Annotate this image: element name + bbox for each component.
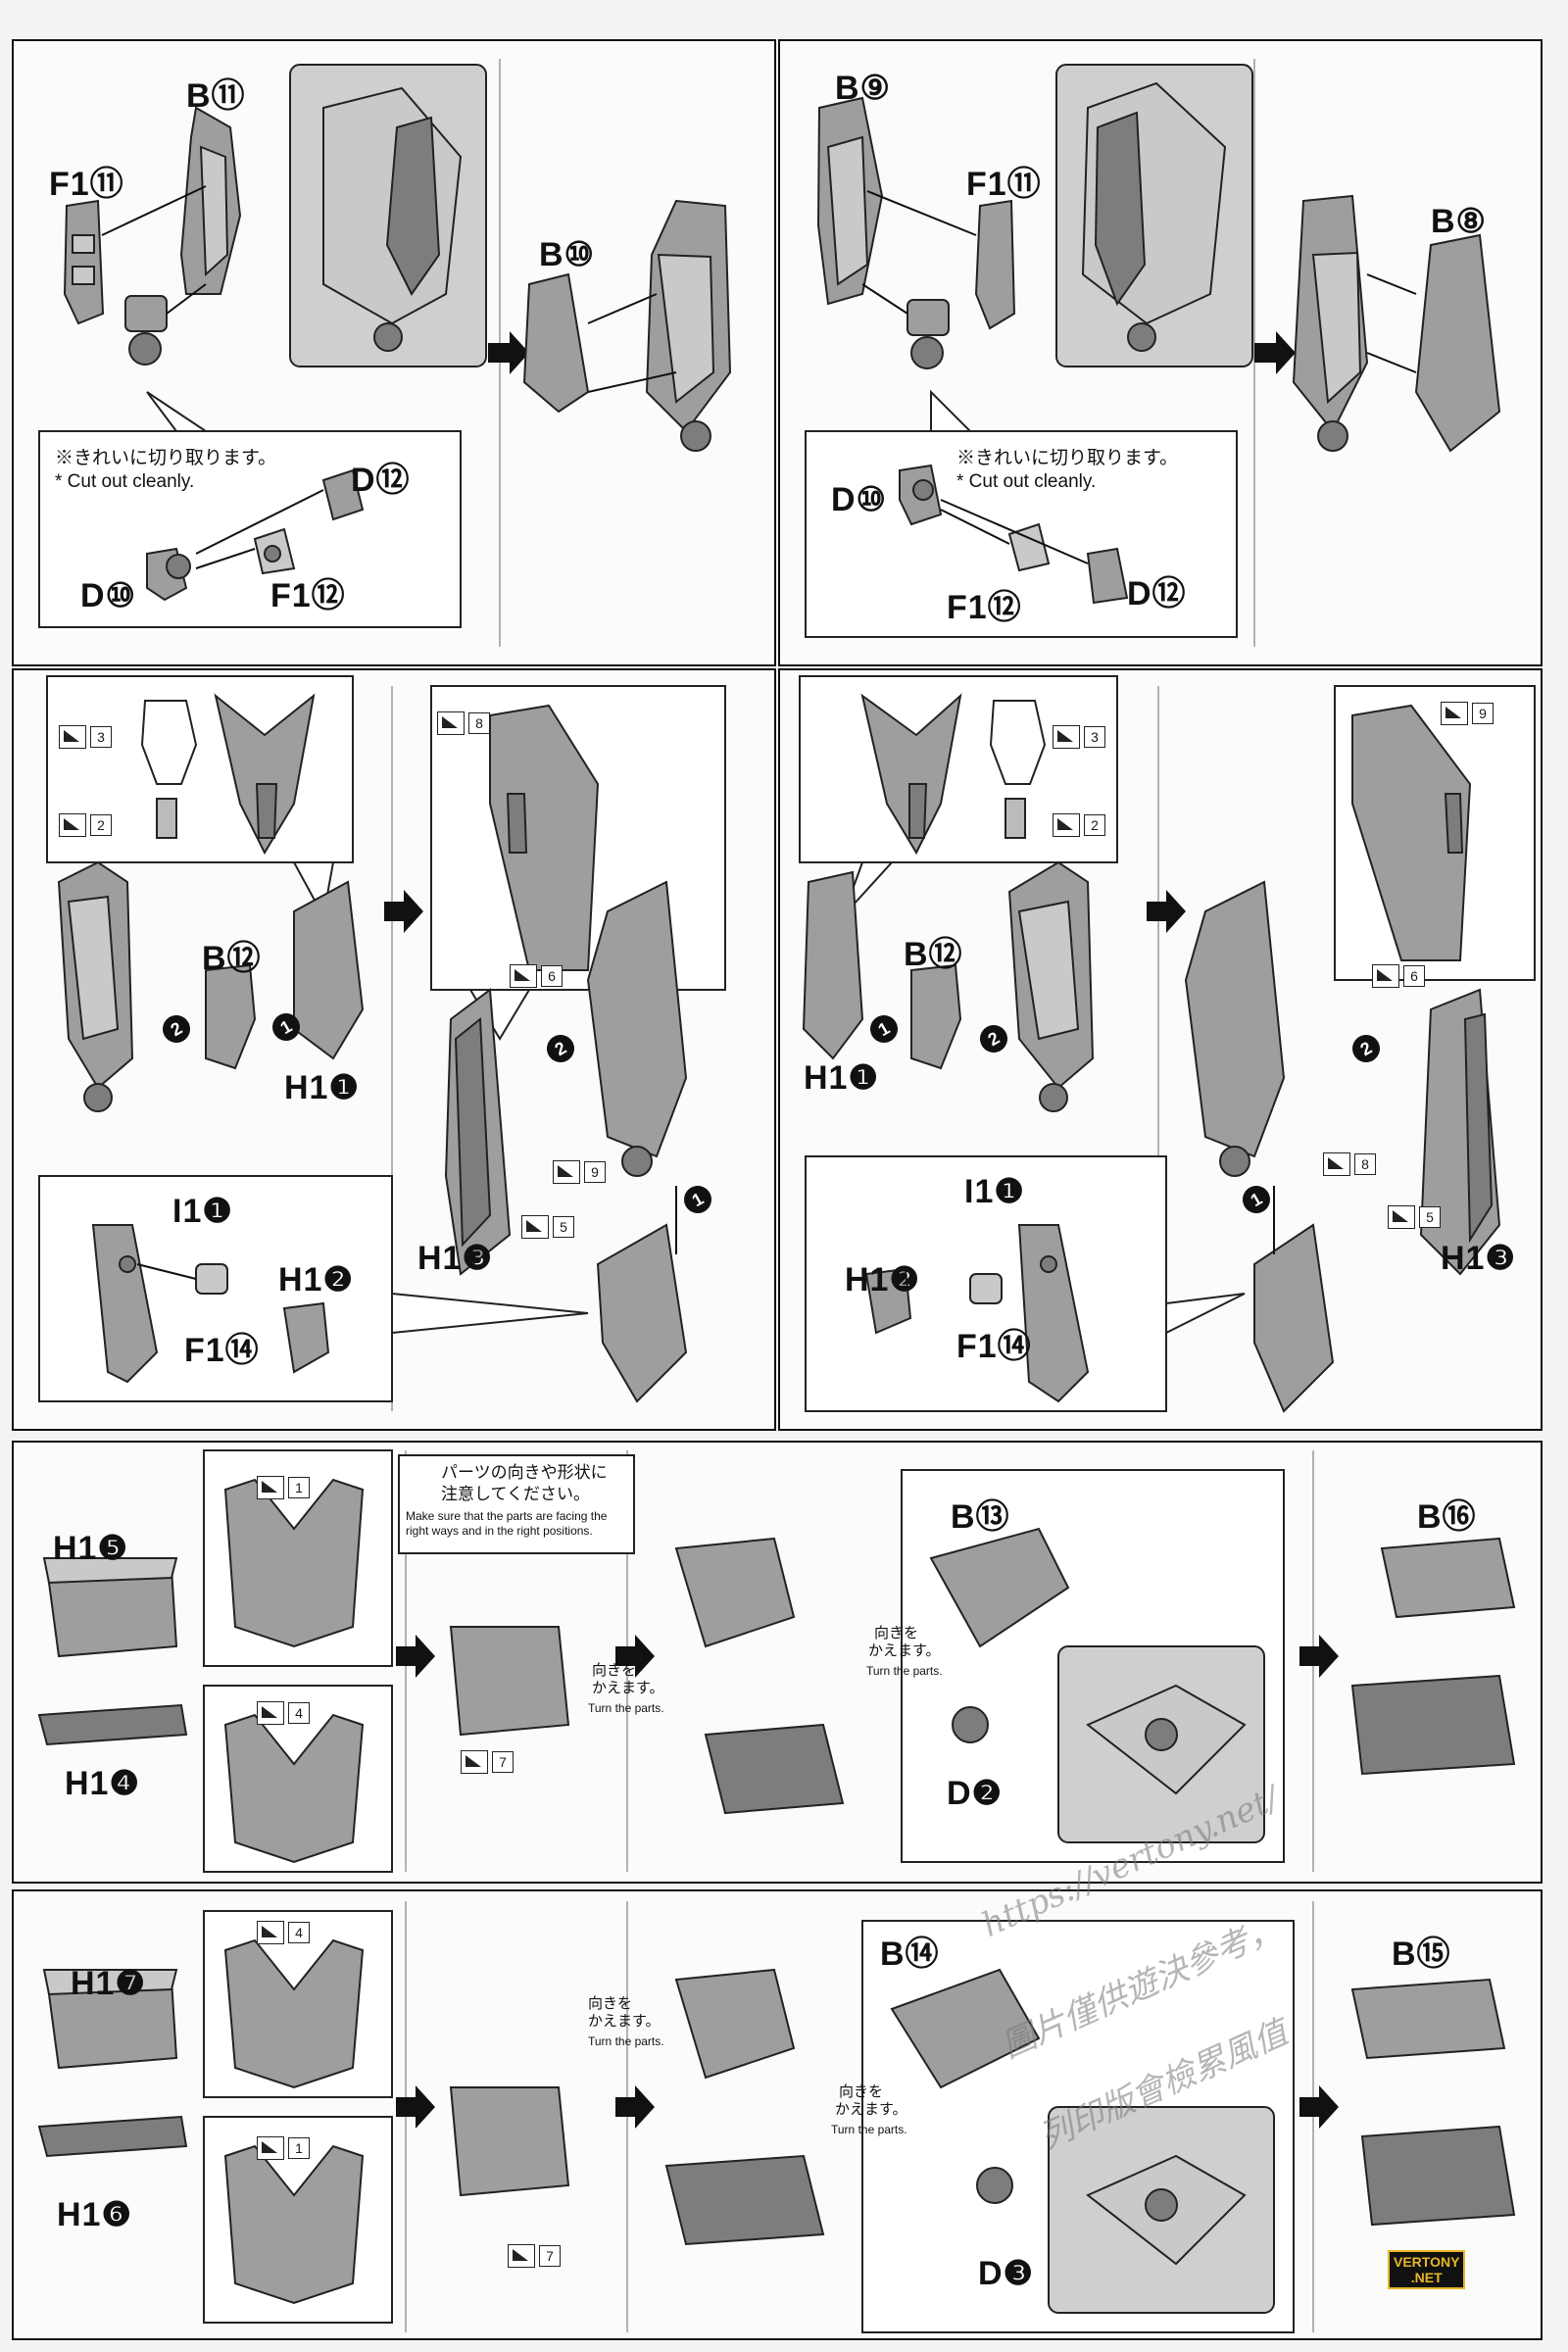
p6-label-h1-7: H1❼ bbox=[71, 1965, 146, 2002]
p5-sticker-4: 4 bbox=[257, 1701, 310, 1725]
p5-label-b16: B⑯ bbox=[1417, 1498, 1477, 1536]
p6-sticker-1: 1 bbox=[257, 2136, 310, 2160]
panel1-ball-joint bbox=[124, 295, 168, 366]
p1-note-en: * Cut out cleanly. bbox=[55, 471, 195, 492]
p5-caution-en: Make sure that the parts are facing the … bbox=[406, 1509, 608, 1538]
p6-label-h1-6: H1❻ bbox=[57, 2196, 132, 2233]
p1-label-f1-11: F1⑪ bbox=[49, 166, 124, 203]
p4-sticker-3: 3 bbox=[1053, 725, 1105, 749]
p5-label-b13: B⑬ bbox=[951, 1498, 1010, 1536]
p6-sticker-4: 4 bbox=[257, 1921, 310, 1944]
p5-turn-jp-1-b: 向きを bbox=[874, 1625, 919, 1642]
p1-label-b10: B⑩ bbox=[539, 236, 596, 273]
p4-sticker-6: 6 bbox=[1372, 964, 1425, 988]
p4-label-h1-1: H1❶ bbox=[804, 1059, 879, 1097]
p3-label-i1-1: I1❶ bbox=[172, 1193, 233, 1230]
p2-note-jp: ※きれいに切り取ります。 bbox=[956, 448, 1179, 468]
p5-label-h1-5: H1❺ bbox=[53, 1530, 128, 1567]
p4-sticker-2: 2 bbox=[1053, 813, 1105, 837]
p6-label-b15: B⑮ bbox=[1392, 1936, 1451, 1973]
p2-label-d12: D⑫ bbox=[1127, 575, 1187, 612]
vertony-logo: VERTONY .NET bbox=[1388, 2250, 1466, 2289]
panel1-shoulder-armor-outer bbox=[179, 106, 242, 295]
p2-label-b9: B⑨ bbox=[835, 70, 892, 107]
p1-label-b11: B⑪ bbox=[186, 77, 246, 115]
p6-sticker-7: 7 bbox=[508, 2244, 561, 2268]
p2-label-f1-12: F1⑫ bbox=[947, 589, 1022, 626]
p3-sticker-2: 2 bbox=[59, 813, 112, 837]
p4-sticker-8: 8 bbox=[1323, 1152, 1376, 1176]
p6-label-b14: B⑭ bbox=[880, 1936, 940, 1973]
p5-caution-box bbox=[398, 1454, 635, 1554]
p2-note-en: * Cut out cleanly. bbox=[956, 471, 1097, 492]
p1-label-d10: D⑩ bbox=[80, 577, 137, 614]
p1-label-d12: D⑫ bbox=[351, 462, 411, 499]
p6-turn-jp-2-b: かえます。 bbox=[835, 2101, 907, 2118]
p2-label-d10: D⑩ bbox=[831, 481, 888, 518]
p5-turn-en-a: Turn the parts. bbox=[588, 1701, 664, 1715]
p6-turn-en-b: Turn the parts. bbox=[831, 2123, 907, 2136]
p5-label-h1-4: H1❹ bbox=[65, 1765, 140, 1802]
panel2-shoulder-armor-outer bbox=[816, 96, 884, 306]
p6-turn-jp-1-a: 向きを bbox=[588, 1995, 633, 2012]
p1-note-jp: ※きれいに切り取ります。 bbox=[55, 448, 277, 468]
panel1-frame-part bbox=[63, 199, 105, 325]
p6-turn-jp-2-a: かえます。 bbox=[588, 2013, 661, 2030]
p3-label-h1-1: H1❶ bbox=[284, 1069, 360, 1106]
p6-turn-jp-1-b: 向きを bbox=[839, 2083, 884, 2100]
p2-label-b8: B⑧ bbox=[1431, 203, 1488, 240]
p2-label-f1-11: F1⑪ bbox=[966, 166, 1042, 203]
p4-label-h1-3: H1❸ bbox=[1441, 1240, 1516, 1277]
p1-label-f1-12: F1⑫ bbox=[270, 577, 346, 614]
p3-sticker-6: 6 bbox=[510, 964, 563, 988]
p5-turn-jp-2-b: かえます。 bbox=[868, 1642, 941, 1659]
p4-sticker-5: 5 bbox=[1388, 1205, 1441, 1229]
p3-label-h1-3: H1❸ bbox=[417, 1240, 493, 1277]
p3-sticker-3: 3 bbox=[59, 725, 112, 749]
p3-sticker-9: 9 bbox=[553, 1160, 606, 1184]
p6-label-d3: D❸ bbox=[978, 2255, 1035, 2292]
p6-turn-en-a: Turn the parts. bbox=[588, 2034, 664, 2048]
p5-caution-jp-2: 注意してください。 bbox=[441, 1485, 590, 1503]
p3-sticker-5: 5 bbox=[521, 1215, 574, 1239]
p5-turn-jp-2-a: かえます。 bbox=[592, 1680, 664, 1696]
p4-sticker-9: 9 bbox=[1441, 702, 1494, 725]
p3-label-f1-14: F1⑭ bbox=[184, 1332, 260, 1369]
p5-turn-jp-1-a: 向きを bbox=[592, 1662, 637, 1679]
p4-label-i1-1: I1❶ bbox=[964, 1173, 1025, 1210]
p5-sticker-7: 7 bbox=[461, 1750, 514, 1774]
p5-label-d2: D❷ bbox=[947, 1775, 1004, 1812]
p4-label-b12: B⑫ bbox=[904, 936, 963, 973]
p3-sticker-8: 8 bbox=[437, 711, 490, 735]
p5-turn-en-b: Turn the parts. bbox=[866, 1664, 943, 1678]
p5-caution-jp-1: パーツの向きや形状に bbox=[441, 1463, 608, 1482]
p3-label-b12: B⑫ bbox=[202, 940, 262, 977]
p5-sticker-1: 1 bbox=[257, 1476, 310, 1499]
p4-label-f1-14: F1⑭ bbox=[956, 1328, 1032, 1365]
p4-label-h1-2: H1❷ bbox=[845, 1261, 920, 1298]
p3-label-h1-2: H1❷ bbox=[278, 1261, 354, 1298]
